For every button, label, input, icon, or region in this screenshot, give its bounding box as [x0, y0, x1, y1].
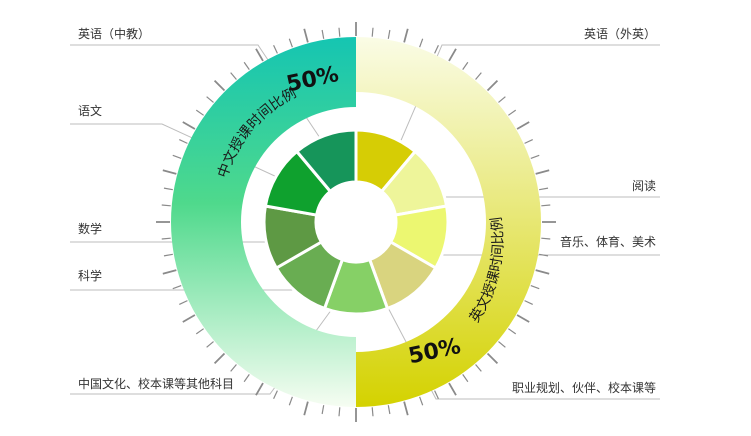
tick-mark — [541, 204, 551, 207]
tick-mark — [230, 72, 237, 80]
tick-mark — [516, 121, 530, 130]
tick-mark — [206, 341, 214, 348]
tick-mark — [206, 96, 214, 103]
tick-mark — [161, 204, 171, 207]
label-math: 数学 — [78, 221, 102, 236]
tick-mark — [163, 187, 173, 191]
tick-mark — [530, 154, 540, 159]
tick-mark — [530, 285, 540, 290]
tick-mark — [303, 28, 309, 43]
tick-mark — [535, 169, 550, 175]
tick-mark — [371, 407, 374, 417]
tick-mark — [162, 169, 177, 175]
leader-line — [70, 297, 341, 395]
leader-line — [383, 299, 660, 400]
tick-mark — [539, 253, 549, 257]
tick-mark — [255, 382, 264, 396]
tick-mark — [475, 364, 482, 372]
tick-mark — [486, 79, 499, 92]
tick-mark — [172, 154, 182, 159]
tick-mark — [508, 328, 517, 335]
tick-mark — [539, 187, 549, 191]
tick-mark — [387, 405, 391, 415]
tick-mark — [161, 237, 171, 240]
tick-mark — [419, 38, 424, 48]
left-half-ring — [171, 37, 356, 407]
tick-mark — [448, 382, 457, 396]
tick-mark — [448, 48, 457, 62]
tick-mark — [371, 27, 374, 37]
tick-mark — [524, 300, 533, 305]
leader-lines — [70, 44, 660, 400]
label-chinese-culture: 中国文化、校本课等其他科目 — [78, 376, 234, 391]
tick-mark — [321, 29, 325, 39]
tick-mark — [213, 79, 226, 92]
tick-mark — [541, 237, 551, 240]
label-english-chinese-teacher: 英语（中教） — [78, 26, 150, 41]
tick-mark — [516, 314, 530, 323]
label-music-pe-art: 音乐、体育、美术 — [560, 234, 656, 249]
tick-mark — [524, 139, 533, 144]
tick-mark — [182, 314, 196, 323]
tick-mark — [195, 109, 204, 116]
tick-mark — [213, 352, 226, 365]
tick-mark — [403, 28, 409, 43]
tick-mark — [303, 401, 309, 416]
tick-mark — [182, 121, 196, 130]
tick-mark — [255, 48, 264, 62]
tick-mark — [243, 61, 250, 70]
tick-mark — [195, 328, 204, 335]
label-english-foreign-teacher: 英语（外英） — [584, 27, 656, 41]
tick-mark — [338, 407, 341, 417]
tick-mark — [162, 269, 177, 275]
tick-mark — [434, 45, 439, 54]
category-labels: 英语（中教） 语文 数学 科学 中国文化、校本课等其他科目 英语（外英） 阅读 … — [78, 26, 656, 395]
tick-mark — [486, 352, 499, 365]
tick-mark — [434, 390, 439, 399]
tick-mark — [462, 374, 469, 383]
tick-mark — [163, 253, 173, 257]
leader-line — [395, 44, 660, 153]
tick-mark — [419, 396, 424, 406]
label-career-planning: 职业规划、伙伴、校本课等 — [512, 380, 656, 395]
outer-ticks — [156, 22, 556, 422]
tick-mark — [172, 285, 182, 290]
tick-mark — [321, 405, 325, 415]
tick-mark — [230, 364, 237, 372]
tick-mark — [273, 45, 278, 54]
label-chinese: 语文 — [78, 103, 102, 118]
tick-mark — [508, 109, 517, 116]
tick-mark — [338, 27, 341, 37]
tick-mark — [462, 61, 469, 70]
tick-mark — [535, 269, 550, 275]
tick-mark — [498, 96, 506, 103]
tick-mark — [475, 72, 482, 80]
inner-segments — [262, 128, 450, 316]
center-hole — [316, 182, 396, 262]
label-science: 科学 — [78, 268, 102, 283]
tick-mark — [243, 374, 250, 383]
label-reading: 阅读 — [632, 179, 656, 193]
tick-mark — [288, 38, 293, 48]
right-half-ring — [356, 37, 541, 407]
tick-mark — [288, 396, 293, 406]
tick-mark — [273, 390, 278, 399]
tick-mark — [179, 139, 188, 144]
tick-mark — [387, 29, 391, 39]
tick-mark — [498, 341, 506, 348]
tick-mark — [403, 401, 409, 416]
tick-mark — [179, 300, 188, 305]
